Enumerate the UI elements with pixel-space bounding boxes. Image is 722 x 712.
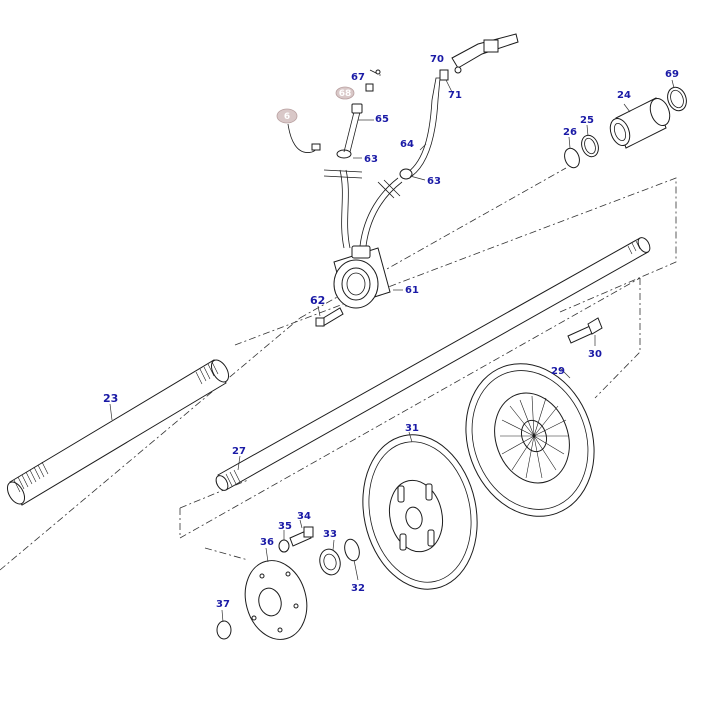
sleeve-24[interactable]: [607, 96, 673, 149]
callout-63-lower[interactable]: 63: [427, 176, 441, 187]
callout-29[interactable]: 29: [551, 366, 565, 377]
bolt-62[interactable]: [315, 307, 344, 327]
badge-68: 68: [335, 86, 355, 100]
sensor-cable-66[interactable]: [287, 123, 321, 153]
callout-27[interactable]: 27: [232, 446, 246, 457]
callout-36[interactable]: 36: [260, 537, 274, 548]
ring-37[interactable]: [216, 620, 232, 640]
callout-71[interactable]: 71: [448, 90, 462, 101]
ring-69[interactable]: [664, 85, 689, 114]
callout-37[interactable]: 37: [216, 599, 230, 610]
callout-23[interactable]: 23: [103, 392, 118, 405]
ring-25[interactable]: [579, 133, 602, 159]
callout-26[interactable]: 26: [563, 127, 577, 138]
callout-62[interactable]: 62: [310, 294, 325, 307]
bolt-34[interactable]: [289, 526, 314, 547]
callout-25[interactable]: 25: [580, 115, 594, 126]
shaft-27[interactable]: [214, 236, 653, 493]
bearing-33[interactable]: [317, 547, 343, 577]
callout-64[interactable]: 64: [400, 139, 414, 150]
leader-lines: [109, 74, 675, 623]
master-cylinder-fitting[interactable]: [439, 33, 519, 81]
callout-32[interactable]: 32: [351, 583, 365, 594]
ring-32[interactable]: [342, 538, 361, 563]
small-fittings-67[interactable]: [365, 69, 381, 92]
callout-63-upper[interactable]: 63: [364, 154, 378, 165]
callout-33[interactable]: 33: [323, 529, 337, 540]
svg-text:6: 6: [284, 112, 290, 122]
svg-text:68: 68: [339, 89, 352, 99]
assembly-guide-lines: [0, 167, 677, 571]
callout-35[interactable]: 35: [278, 521, 292, 532]
callout-30[interactable]: 30: [588, 349, 602, 360]
callout-69[interactable]: 69: [665, 69, 679, 80]
badge-66: 6: [276, 108, 298, 124]
flywheel-hub-36[interactable]: [237, 554, 316, 647]
callout-31[interactable]: 31: [405, 423, 419, 434]
pressure-plate-29[interactable]: [445, 345, 615, 534]
callout-labels: 23 24 25 26 27 29 30 31 32 33 34 35 36 3…: [103, 54, 679, 610]
hose-65[interactable]: [343, 103, 363, 153]
ring-26[interactable]: [562, 146, 582, 170]
clutch-disc-31[interactable]: [349, 424, 491, 600]
callout-61[interactable]: 61: [405, 285, 419, 296]
hydraulic-pipes[interactable]: [323, 77, 441, 249]
shaft-23[interactable]: [4, 357, 232, 507]
callout-24[interactable]: 24: [617, 90, 631, 101]
callout-67[interactable]: 67: [351, 72, 365, 83]
callout-65[interactable]: 65: [375, 114, 389, 125]
bolt-30[interactable]: [567, 317, 603, 344]
callout-70[interactable]: 70: [430, 54, 444, 65]
callout-34[interactable]: 34: [297, 511, 311, 522]
release-bearing-61[interactable]: [333, 245, 391, 309]
washer-35[interactable]: [278, 539, 290, 553]
